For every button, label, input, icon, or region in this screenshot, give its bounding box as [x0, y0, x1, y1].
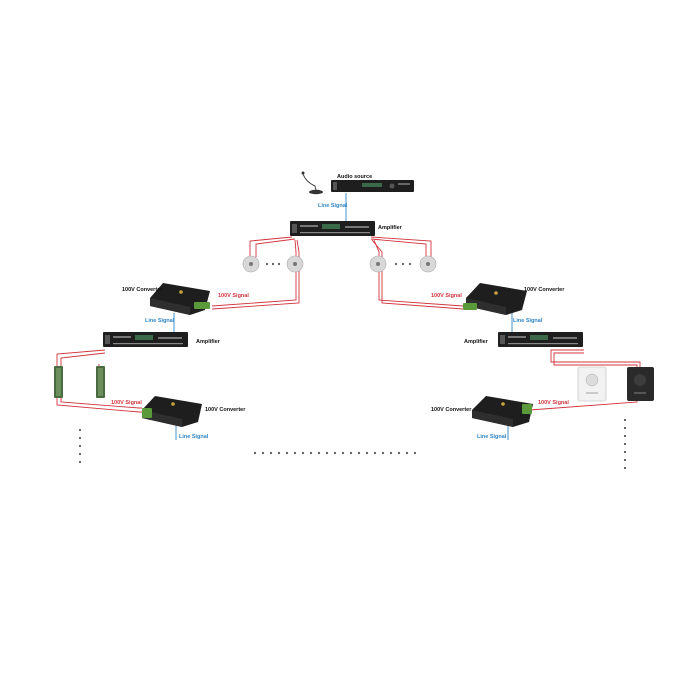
wiring [56, 193, 641, 440]
v100-signal-label-lower-left: 100V Signal [111, 400, 142, 406]
line-signal-label-left: Line Signal [145, 318, 175, 324]
ceiling-speaker-icon [369, 255, 387, 273]
converter-left-upper-label: 100V Converter [122, 287, 163, 293]
v100-signal-label-right: 100V Signal [431, 293, 462, 299]
converter-left-lower: 100V Converter [142, 396, 246, 427]
wall-speaker-icon [627, 367, 654, 401]
ceiling-speaker-icon [419, 255, 437, 273]
main-amplifier: Amplifier [290, 221, 403, 236]
line-signal-label-top: Line Signal [318, 203, 348, 209]
wall-speakers-right [577, 366, 654, 402]
ceiling-speakers-right [369, 255, 437, 273]
audio-source: Audio source [331, 174, 414, 192]
converter-left-upper: 100V Converter [122, 283, 210, 315]
gooseneck-microphone-icon [301, 171, 323, 195]
audio-source-label: Audio source [337, 174, 372, 180]
amplifier-left: Amplifier [103, 332, 221, 347]
main-amplifier-label: Amplifier [378, 225, 403, 231]
v100-signal-label-left: 100V Signal [218, 293, 249, 299]
ceiling-speaker-icon [242, 255, 260, 273]
column-speakers-left [54, 366, 105, 398]
column-speaker-icon [54, 366, 63, 398]
continuation-dots-left [78, 428, 82, 464]
line-signal-label-right: Line Signal [513, 318, 543, 324]
converter-right-upper: 100V Converter [463, 283, 565, 315]
line-signal-wires [173, 193, 513, 440]
wall-speaker-icon [577, 366, 607, 402]
ceiling-speaker-icon [286, 255, 304, 273]
converter-right-lower-label: 100V Converter [431, 407, 472, 413]
v100-signal-wires [56, 236, 641, 413]
converter-left-lower-label: 100V Converter [205, 407, 246, 413]
column-speaker-icon [96, 366, 105, 398]
v100-signal-label-lower-right: 100V Signal [538, 400, 569, 406]
converter-right-lower: 100V Converter [431, 396, 533, 427]
amplifier-left-label: Amplifier [196, 339, 221, 345]
ceiling-speakers-left [242, 255, 304, 273]
converter-right-upper-label: 100V Converter [524, 287, 565, 293]
amplifier-right-label: Amplifier [464, 339, 489, 345]
line-signal-label-lower-right: Line Signal [477, 434, 507, 440]
continuation-dots-bottom [253, 451, 417, 455]
amplifier-right: Amplifier [464, 332, 583, 347]
line-signal-label-lower-left: Line Signal [179, 434, 209, 440]
continuation-dots-right [623, 418, 627, 470]
